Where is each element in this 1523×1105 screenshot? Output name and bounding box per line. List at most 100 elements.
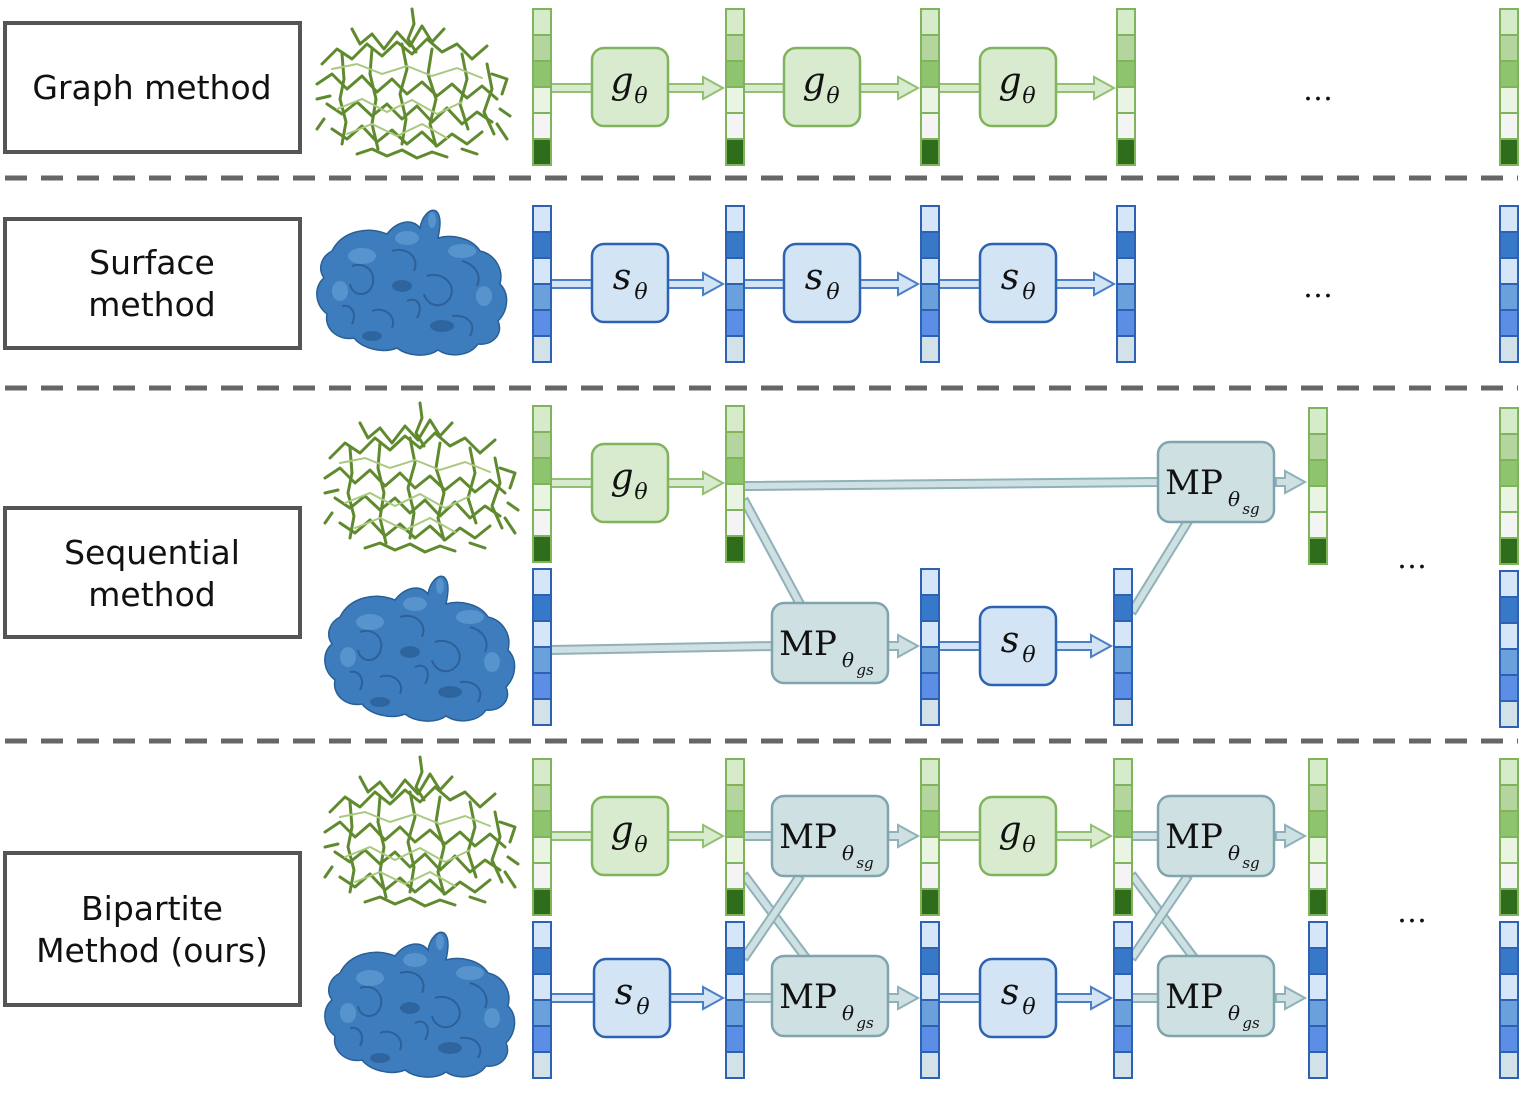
bipartite-graph-vector-6-cell-2	[1499, 784, 1519, 812]
bipartite-surface-vector-4-cell-6	[1113, 1051, 1133, 1079]
bipartite-graph-vector-1-cell-3	[532, 810, 552, 838]
bipartite-graph-arrow-2	[666, 823, 726, 849]
bipartite-g-box-1-frame	[590, 795, 670, 877]
graph-method-vector-5-cell-5	[1499, 112, 1519, 140]
bipartite-mp-gs-box-1-subscript: θ	[842, 1001, 854, 1025]
sequential-surface-vector-1	[532, 568, 552, 726]
graph-method-vector-5-cell-3	[1499, 60, 1519, 88]
bipartite-graph-vector-1-cell-5	[532, 862, 552, 890]
surface-method-vector-1-cell-4	[532, 283, 552, 311]
sequential-method-label: Sequential method	[3, 506, 302, 639]
graph-method-label: Graph method	[3, 21, 302, 154]
surface-method-vector-3-cell-3	[920, 257, 940, 285]
graph-method-label-line-1: Graph method	[32, 68, 271, 107]
bipartite-graph-vector-2-cell-6	[725, 888, 745, 916]
graph-method-vector-4-cell-4	[1116, 86, 1136, 114]
sequential-surface-vector-2	[920, 568, 940, 726]
sequential-surface-vector-3-cell-1	[1113, 568, 1133, 596]
protein-illustrations	[315, 7, 520, 1079]
graph-method-vector-4-cell-5	[1116, 112, 1136, 140]
bipartite-graph-vector-3-cell-1	[920, 758, 940, 786]
bipartite-surface-vector-6-cell-3	[1499, 973, 1519, 1001]
bipartite-s-box-1-symbol: s	[615, 972, 633, 1013]
sequential-graph-vector-2-cell-1	[725, 405, 745, 433]
sequential-surface-arrow-2	[1054, 633, 1114, 659]
bipartite-graph-vector-5-cell-6	[1308, 888, 1328, 916]
bipartite-graph-vector-4	[1113, 758, 1133, 916]
bipartite-method-label-line-2: Method (ours)	[36, 931, 268, 970]
surface-method-vector-4-cell-3	[1116, 257, 1136, 285]
sequential-surface-vector-1-cell-5	[532, 672, 552, 700]
bipartite-surface-vector-5-cell-4	[1308, 999, 1328, 1027]
bipartite-g-box-2-subscript: θ	[1022, 833, 1035, 858]
graph-protein-image-3	[323, 755, 520, 908]
surface-method-vector-5	[1499, 205, 1519, 363]
bipartite-graph-vector-3-cell-5	[920, 862, 940, 890]
sequential-graph-vector-4-cell-1	[1499, 407, 1519, 435]
sequential-mp-gs-box-symbol: MP	[779, 624, 837, 664]
bipartite-surface-vector-2	[725, 921, 745, 1079]
surface-protein-image-1	[315, 209, 508, 357]
graph-method-vector-2-cell-5	[725, 112, 745, 140]
bipartite-surface-vector-6-cell-4	[1499, 999, 1519, 1027]
bipartite-surface-vector-4-cell-2	[1113, 947, 1133, 975]
bipartite-graph-vector-5-cell-4	[1308, 836, 1328, 864]
bipartite-surface-arrow-2	[668, 985, 726, 1011]
sequential-surface-to-mpgs-beam	[549, 640, 775, 656]
bipartite-surface-vector-5-cell-1	[1308, 921, 1328, 949]
bipartite-graph-vector-2-cell-3	[725, 810, 745, 838]
bipartite-surface-vector-2-cell-1	[725, 921, 745, 949]
surface-method-vector-3-cell-2	[920, 231, 940, 259]
sequential-graph-vector-4-cell-3	[1499, 459, 1519, 487]
bipartite-graph-vector-2-cell-2	[725, 784, 745, 812]
graph-method-arrow-4	[859, 75, 921, 101]
bipartite-graph-vector-5-cell-1	[1308, 758, 1328, 786]
surface-method-vector-5-cell-1	[1499, 205, 1519, 233]
bipartite-mpgs-in-1	[743, 993, 774, 1003]
bipartite-s-box-2-frame	[978, 957, 1058, 1039]
surface-method-vector-2-cell-1	[725, 205, 745, 233]
sequential-mp-gs-box-frame	[770, 601, 890, 685]
bipartite-graph-vector-6-cell-5	[1499, 862, 1519, 890]
sequential-s-box-subscript: θ	[1022, 643, 1035, 668]
surface-method-arrow-4	[859, 271, 921, 297]
surface-method-label-line-2: method	[88, 285, 215, 324]
bipartite-surface-arrow-1	[550, 993, 596, 1003]
surface-method-arrow-1	[550, 279, 594, 289]
surface-method-arrow-5	[938, 279, 982, 289]
surface-method-vector-1-cell-6	[532, 335, 552, 363]
bipartite-graph-vector-5	[1308, 758, 1328, 916]
bipartite-surface-vector-5-cell-6	[1308, 1051, 1328, 1079]
bipartite-graph-vector-6-cell-6	[1499, 888, 1519, 916]
graph-method-vector-4-cell-1	[1116, 8, 1136, 36]
surface-method-vector-4-cell-4	[1116, 283, 1136, 311]
arrow-layer	[549, 75, 1308, 1011]
surface-method-s-box-3-symbol: s	[1001, 257, 1019, 298]
bipartite-surface-vector-3-cell-1	[920, 921, 940, 949]
sequential-surface-vector-2-cell-4	[920, 646, 940, 674]
bipartite-method-ellipsis: …	[1397, 895, 1427, 930]
sequential-surface-vector-1-cell-2	[532, 594, 552, 622]
sequential-graph-vector-1-cell-5	[532, 509, 552, 537]
sequential-surface-vector-3-cell-3	[1113, 620, 1133, 648]
bipartite-mp-sg-box-2-symbol: MP	[1165, 817, 1223, 857]
bipartite-graph-arrow-4	[1054, 823, 1114, 849]
sequential-surface-vector-2-cell-5	[920, 672, 940, 700]
bipartite-graph-vector-1	[532, 758, 552, 916]
bipartite-graph-vector-1-cell-4	[532, 836, 552, 864]
sequential-s-box-symbol: s	[1001, 620, 1019, 661]
sequential-surface-to-mpsg-beam	[1127, 514, 1195, 616]
bipartite-mpgs-in-2	[1131, 993, 1161, 1003]
graph-method-vector-4-cell-3	[1116, 60, 1136, 88]
sequential-graph-vector-3	[1308, 407, 1328, 565]
bipartite-method-label-line-1: Bipartite	[81, 889, 223, 928]
surface-protein-image-2	[323, 575, 516, 723]
sequential-surface-vector-3-cell-5	[1113, 672, 1133, 700]
graph-method-vector-5-cell-1	[1499, 8, 1519, 36]
sequential-surface-vector-3-cell-4	[1113, 646, 1133, 674]
surface-method-vector-4-cell-2	[1116, 231, 1136, 259]
sequential-mp-sg-box-frame	[1156, 440, 1276, 524]
